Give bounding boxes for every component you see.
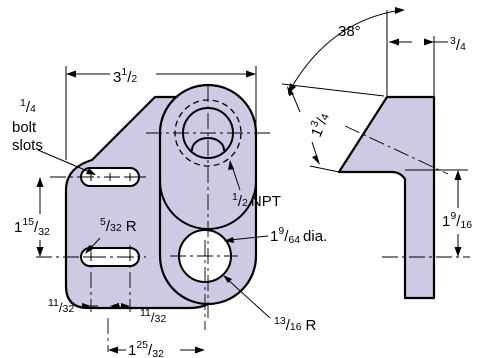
dim-overall-width: 31/2 xyxy=(113,66,137,86)
dim-slot-spacing: 115/32 xyxy=(14,216,50,238)
dim-angle: 38° xyxy=(338,23,361,40)
label-slots: slots xyxy=(12,137,43,154)
dim-top-width: 3/4 xyxy=(450,35,466,54)
front-view xyxy=(36,83,270,352)
dim-hole-offset: 125/32 xyxy=(128,339,164,358)
label-bolt: bolt xyxy=(12,119,37,136)
dim-slot-right: 11/32 xyxy=(140,307,166,325)
npt-inner-arc xyxy=(191,137,225,151)
dim-slot-left: 11/32 xyxy=(48,297,74,315)
side-view xyxy=(281,7,470,300)
dim-bolt-slot-size: 1/4 xyxy=(20,97,36,116)
side-profile xyxy=(337,95,436,300)
dim-side-length: 13/4 xyxy=(305,109,333,139)
dim-side-height: 19/16 xyxy=(442,210,472,231)
dimensions-front xyxy=(36,66,271,354)
